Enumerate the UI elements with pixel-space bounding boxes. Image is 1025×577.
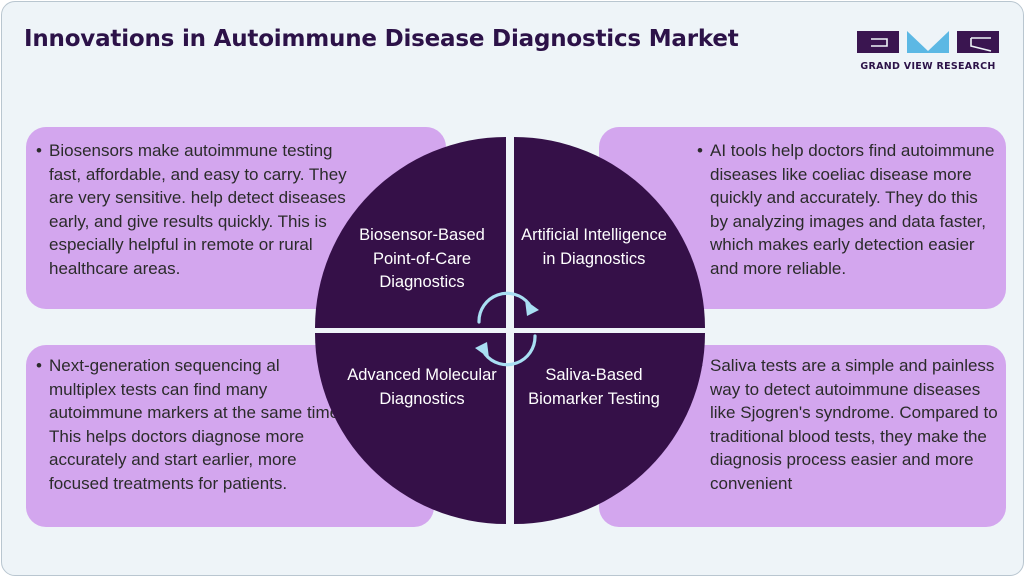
card-text: AI tools help doctors find autoimmune di… (710, 141, 995, 278)
quadrant-label-molecular: Advanced Molecular Diagnostics (347, 366, 497, 408)
page-title: Innovations in Autoimmune Disease Diagno… (24, 26, 739, 52)
logo-block-left (857, 31, 899, 53)
quadrant-label-biosensor: Biosensor-Based Point-of-Care Diagnostic… (359, 226, 485, 291)
quadrant-label-ai: Artificial Intelligence in Diagnostics (521, 226, 667, 268)
bullet-marker: • (697, 141, 703, 160)
bullet-marker: • (36, 356, 42, 375)
brand-logo: GRAND VIEW RESEARCH (857, 31, 999, 75)
card-text: Saliva tests are a simple and painless w… (710, 356, 998, 493)
card-text: Next-generation sequencing al multiplex … (49, 356, 344, 493)
quadrant-label-saliva: Saliva-Based Biomarker Testing (528, 366, 660, 408)
logo-text: GRAND VIEW RESEARCH (860, 61, 996, 72)
logo-block-right (957, 31, 999, 53)
logo-block-middle (907, 31, 949, 53)
bullet-marker: • (36, 141, 42, 160)
cycle-arrows-icon (475, 291, 539, 367)
card-text: Biosensors make autoimmune testing fast,… (49, 141, 347, 278)
